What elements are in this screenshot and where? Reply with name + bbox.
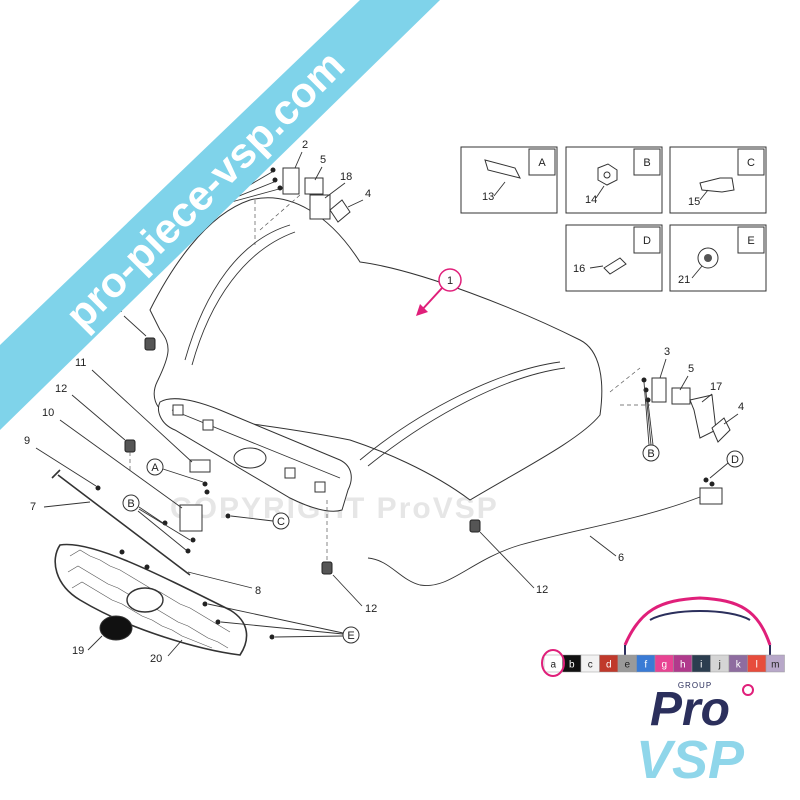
callout-6: 6 — [618, 552, 624, 564]
palette-letter-b: b — [569, 660, 575, 671]
bolt-9 — [95, 485, 101, 491]
palette-letter-d: d — [606, 660, 612, 671]
callout-1: 1 — [447, 275, 453, 287]
label-D: D — [731, 454, 739, 466]
palette-swatch-m — [765, 654, 785, 673]
box-letter-A: A — [538, 157, 546, 169]
buffer-center — [469, 519, 481, 533]
callout-18: 18 — [340, 171, 352, 183]
callout-16: 16 — [573, 263, 585, 275]
callout-21: 21 — [678, 274, 690, 286]
callout-2: 2 — [302, 139, 308, 151]
logo-vsp-text: VSP — [636, 730, 745, 790]
logo-dot-icon — [742, 684, 754, 696]
callout-1-circle — [438, 268, 462, 292]
box-letter-C: C — [747, 157, 755, 169]
fastener-box-E: E 21 — [669, 224, 767, 292]
callout-9: 9 — [24, 435, 30, 447]
callout-4-right: 4 — [738, 401, 744, 413]
callout-5-left: 5 — [320, 154, 326, 166]
buffer-bottom — [321, 500, 333, 575]
callout-13: 13 — [482, 191, 494, 203]
palette-letter-g: g — [661, 660, 667, 671]
label-B-left: B — [127, 498, 134, 510]
callout-17: 17 — [710, 381, 722, 393]
latch-assembly — [162, 459, 231, 554]
logo-pro-text: Pro — [650, 683, 730, 736]
box-letter-B: B — [643, 157, 650, 169]
callout-10: 10 — [42, 407, 54, 419]
palette-letter-a: a — [550, 660, 556, 671]
callout-7: 7 — [30, 501, 36, 513]
callout-12-bottom: 12 — [365, 603, 377, 615]
fastener-box-C: C 15 — [669, 146, 767, 214]
callout-3: 3 — [664, 346, 670, 358]
release-cable — [367, 496, 701, 586]
palette-letter-j: j — [718, 660, 721, 671]
provsp-logo: a b c d e f g h i j k l m GROUP Pro VSP — [541, 596, 785, 790]
callout-12-center: 12 — [536, 584, 548, 596]
palette-letter-e: e — [624, 660, 630, 671]
palette-letter-k: k — [736, 660, 742, 671]
palette-letter-l: l — [756, 660, 758, 671]
palette-letter-f: f — [644, 660, 647, 671]
box-letter-E: E — [747, 235, 754, 247]
callout-19: 19 — [72, 645, 84, 657]
palette-letter-c: c — [588, 660, 593, 671]
color-palette: a b c d e f g h i j k l m — [543, 654, 785, 673]
buffer-top-left — [144, 337, 156, 351]
label-C: C — [277, 516, 285, 528]
palette-letter-h: h — [680, 660, 686, 671]
callout-8: 8 — [255, 585, 261, 597]
front-grille — [54, 543, 275, 656]
callout-20: 20 — [150, 653, 162, 665]
logo-group-text: GROUP — [678, 681, 712, 690]
palette-letter-i: i — [700, 660, 702, 671]
fastener-box-B: B 14 — [565, 146, 663, 214]
hood-panel — [149, 197, 603, 512]
callout-12-left: 12 — [55, 383, 67, 395]
pointer-arrowhead-icon — [416, 304, 428, 316]
callout-15: 15 — [688, 196, 700, 208]
palette-highlight — [541, 649, 565, 677]
callout-14: 14 — [585, 194, 597, 206]
cable-latch — [699, 477, 723, 505]
label-A: A — [151, 462, 159, 474]
box-letter-D: D — [643, 235, 651, 247]
left-hinge-assembly — [254, 167, 351, 245]
palette-letter-m: m — [771, 660, 779, 671]
callout-4-left: 4 — [365, 188, 371, 200]
label-B-right: B — [647, 448, 654, 460]
car-outline-icon — [623, 596, 772, 646]
callout-5-right: 5 — [688, 363, 694, 375]
fastener-box-D: D 16 — [565, 224, 663, 292]
buffer-left — [124, 439, 136, 470]
badge-emblem — [99, 615, 133, 641]
fastener-box-A: A 13 — [460, 146, 558, 214]
support-rod — [51, 469, 191, 576]
right-hinge-assembly — [609, 367, 731, 443]
label-E: E — [347, 630, 354, 642]
callout-11: 11 — [75, 357, 86, 369]
